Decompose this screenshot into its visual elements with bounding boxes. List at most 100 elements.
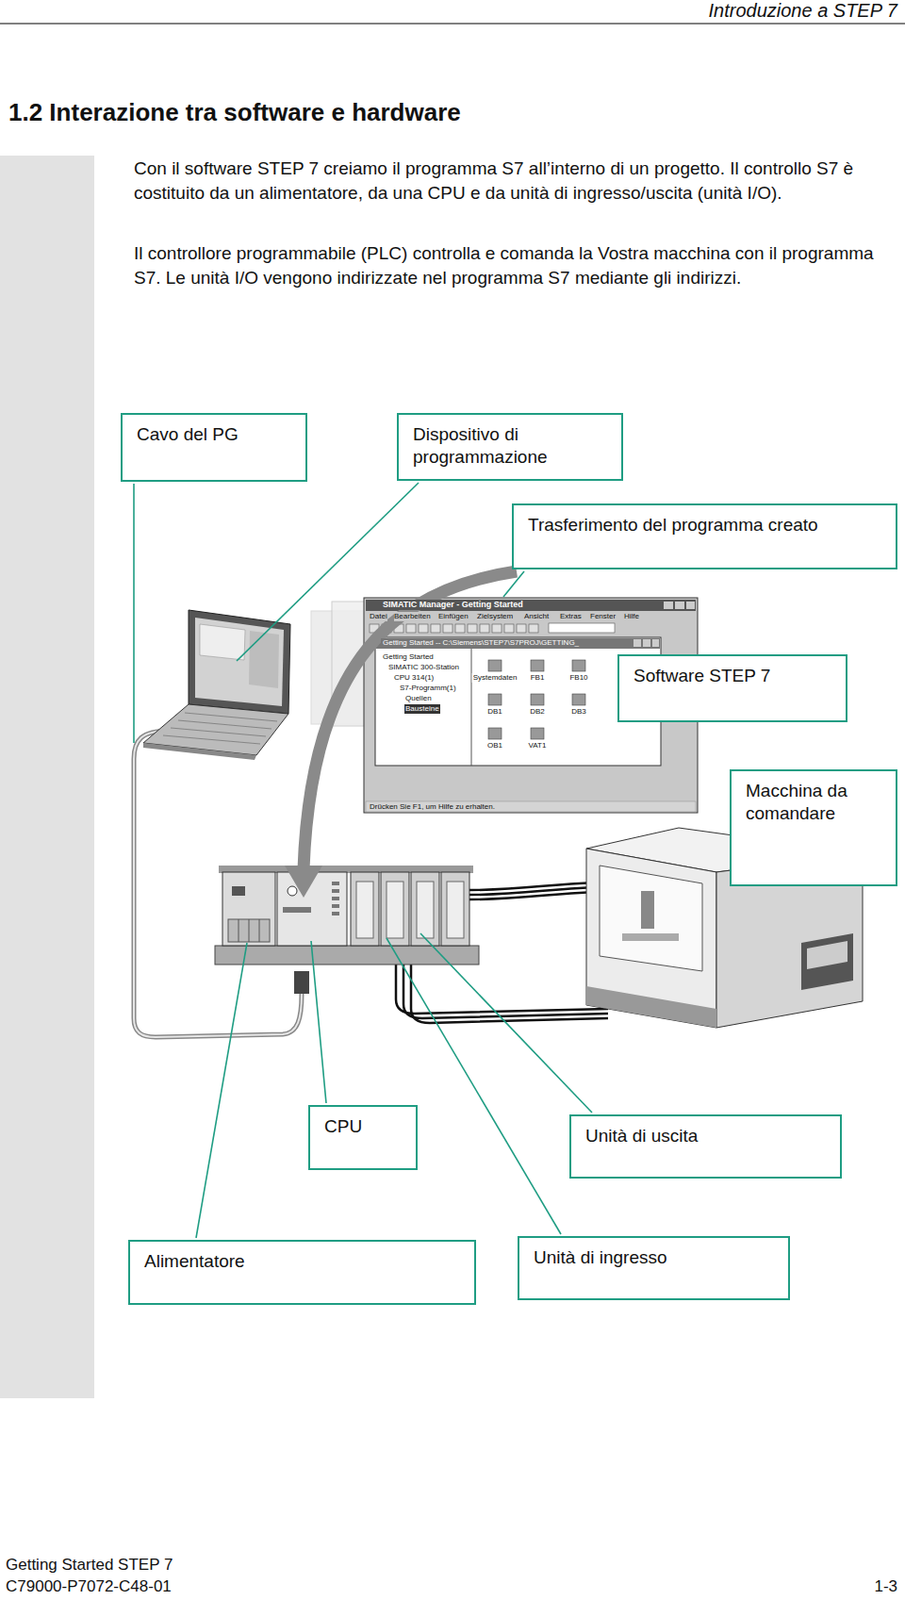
menu-item: Ansicht: [524, 611, 549, 622]
screenshot-window: [365, 599, 696, 611]
toolbar: [443, 624, 453, 633]
leader-line: [420, 933, 593, 1113]
toolbar: [528, 624, 539, 633]
tree-item: CPU 314(1): [393, 673, 435, 683]
callout-box: Dispositivo di programmazione: [396, 412, 624, 481]
pg-cable: [133, 730, 302, 1037]
screenshot-window: [488, 693, 502, 706]
callout-box: Alimentatore: [128, 1239, 477, 1305]
callout-text: CPU: [324, 1115, 402, 1138]
menu-item: Zielsystem: [477, 611, 513, 622]
toolbar: [479, 624, 490, 633]
plc-rack: [350, 872, 379, 946]
plc-rack: [331, 904, 340, 908]
screenshot-window: [530, 727, 544, 740]
toolbar: [455, 624, 465, 633]
plc-rack: [411, 872, 440, 946]
header-rule: [0, 23, 905, 25]
machine: [586, 986, 717, 1028]
page-number: 1-3: [873, 1577, 898, 1597]
running-header: Introduzione a STEP 7: [708, 0, 899, 21]
toolbar: [492, 624, 502, 633]
plc-rack: [416, 881, 434, 938]
tree-item: Quellen: [404, 693, 433, 704]
leader-line: [132, 483, 135, 743]
laptop: [143, 742, 257, 760]
laptop: [248, 630, 280, 689]
plc-rack: [356, 881, 374, 938]
footer-text: C79000-P7072-C48-01: [5, 1577, 172, 1597]
toolbar: [430, 624, 441, 633]
callout-text: Software STEP 7: [633, 664, 832, 688]
plc-rack: [287, 886, 297, 896]
icon-label: DB2: [528, 707, 546, 717]
machine: [801, 933, 854, 990]
screenshot-window: [488, 727, 502, 740]
machine: [586, 848, 717, 1028]
status-bar: Drücken Sie F1, um Hilfe zu erhalten.: [369, 802, 495, 811]
window-title: Getting Started -- C:\Siemens\STEP7\S7PR…: [380, 638, 581, 648]
callout-text: Cavo del PG: [136, 423, 292, 446]
machine: [599, 865, 703, 971]
callout-box: Macchina da comandare: [729, 769, 898, 887]
plc-rack: [331, 881, 340, 886]
plc-rack: [214, 865, 479, 994]
screenshot-window: [548, 623, 615, 633]
icon-label: FB10: [568, 673, 589, 683]
icon-label: VAT1: [527, 740, 548, 751]
screenshot-window: [365, 801, 696, 812]
screenshot-window: [642, 639, 651, 647]
screenshot-window: [530, 659, 544, 672]
io-cables: [411, 963, 609, 1023]
callout-box: Cavo del PG: [120, 412, 308, 482]
body-paragraph: Il controllore programmabile (PLC) contr…: [133, 241, 893, 291]
callout-box: Unità di uscita: [569, 1114, 842, 1179]
screenshot-window: [572, 693, 586, 706]
leader-line: [133, 482, 593, 1238]
plc-rack: [331, 911, 340, 916]
section-title: 1.2 Interazione tra software e hardware: [8, 96, 461, 129]
pg-cable: [133, 730, 302, 1037]
plc-rack: [231, 886, 246, 896]
leader-line: [503, 571, 525, 597]
callout-box: Software STEP 7: [617, 654, 848, 723]
laptop: [163, 735, 261, 744]
plc-rack: [441, 872, 470, 946]
laptop: [188, 609, 291, 714]
callout-text: Macchina da comandare: [745, 779, 882, 825]
plc-rack: [277, 872, 347, 946]
plc-rack: [380, 872, 410, 946]
menu-item: Einfügen: [438, 611, 469, 622]
callout-box: Unità di ingresso: [517, 1235, 790, 1300]
icon-label: OB1: [486, 740, 504, 751]
laptop: [143, 609, 291, 760]
toolbar: [516, 624, 527, 633]
laptop: [170, 727, 266, 737]
callout-box: CPU: [308, 1104, 418, 1170]
machine: [641, 890, 655, 929]
plc-rack: [282, 906, 312, 913]
callout-text: Unità di ingresso: [533, 1246, 774, 1269]
leader-line: [236, 482, 419, 661]
toolbar: [467, 624, 478, 633]
pg-cable: [133, 730, 302, 1037]
toolbar: [504, 624, 514, 633]
callout-box: Trasferimento del programma creato: [511, 503, 898, 570]
plc-rack: [238, 919, 240, 942]
transfer-arrow: [284, 571, 517, 898]
screenshot-window: [376, 638, 660, 649]
body-paragraph: Con il software STEP 7 creiamo il progra…: [133, 156, 893, 206]
transfer-arrow: [284, 865, 323, 898]
plc-rack: [222, 872, 276, 946]
screenshot-window: [652, 639, 659, 647]
laptop: [195, 617, 284, 707]
callout-text: Unità di uscita: [585, 1124, 826, 1148]
leader-line: [196, 942, 247, 1238]
plc-rack: [446, 881, 464, 938]
screenshot-window: [488, 659, 502, 672]
icon-label: DB3: [570, 707, 588, 717]
callout-text: Dispositivo di programmazione: [412, 423, 608, 469]
tree-item: S7-Programm(1): [398, 683, 458, 693]
leader-line: [386, 937, 561, 1235]
